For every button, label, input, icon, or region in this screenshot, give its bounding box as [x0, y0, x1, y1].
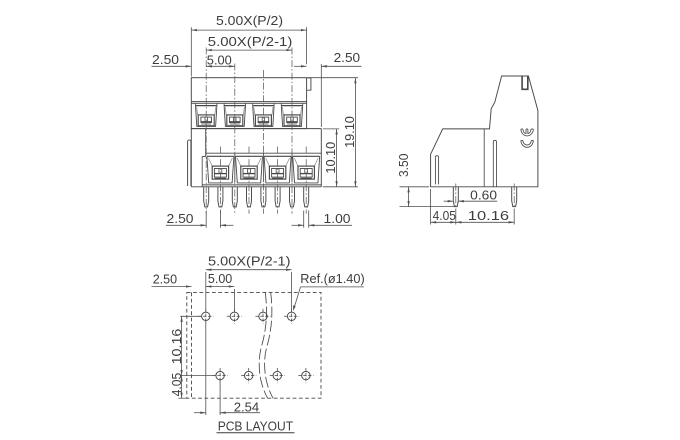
- svg-text:19.10: 19.10: [342, 116, 357, 148]
- svg-text:Ref.(ø1.40): Ref.(ø1.40): [300, 271, 364, 286]
- svg-text:2.50: 2.50: [334, 50, 361, 65]
- svg-text:5.00X(P/2-1): 5.00X(P/2-1): [208, 34, 292, 49]
- svg-text:5.00X(P/2): 5.00X(P/2): [216, 13, 283, 28]
- svg-text:5.00: 5.00: [208, 271, 232, 286]
- svg-text:2.50: 2.50: [167, 211, 194, 226]
- svg-text:4.05: 4.05: [433, 208, 456, 223]
- svg-text:PCB LAYOUT: PCB LAYOUT: [218, 418, 293, 433]
- svg-text:2.54: 2.54: [234, 399, 259, 414]
- svg-text:1.00: 1.00: [324, 211, 351, 226]
- svg-text:2.50: 2.50: [153, 272, 177, 287]
- svg-text:3.50: 3.50: [396, 154, 411, 177]
- svg-text:10.16: 10.16: [468, 208, 509, 223]
- svg-text:5.00X(P/2-1): 5.00X(P/2-1): [208, 253, 291, 268]
- svg-text:10.16: 10.16: [169, 329, 184, 365]
- svg-text:0.60: 0.60: [470, 187, 497, 202]
- svg-text:4.05: 4.05: [169, 373, 184, 397]
- svg-text:5.00: 5.00: [207, 53, 232, 68]
- svg-text:10.10: 10.10: [323, 142, 338, 174]
- svg-text:2.50: 2.50: [152, 52, 179, 67]
